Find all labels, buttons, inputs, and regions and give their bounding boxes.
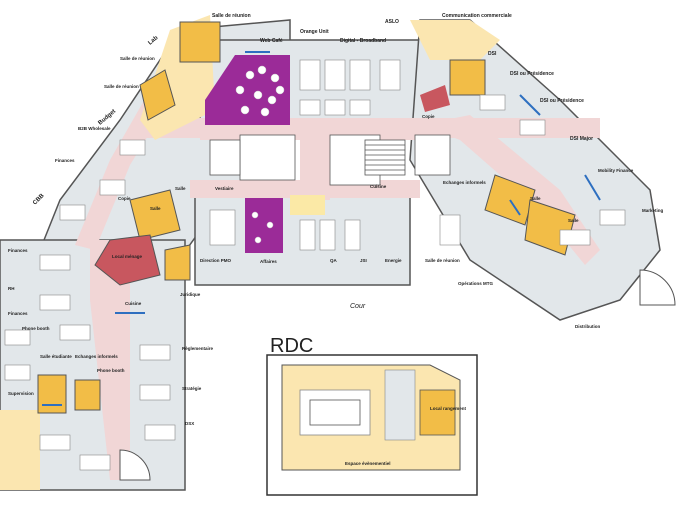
label-salle-reunion-mid: Salle de réunion bbox=[425, 258, 460, 263]
label-marketing: Marketing bbox=[642, 208, 664, 213]
label-salle-reunion-left2: Salle de réunion bbox=[104, 84, 139, 89]
label-finances-left: Finances bbox=[8, 248, 28, 253]
label-rdc: RDC bbox=[270, 335, 313, 357]
label-dsi: DSI bbox=[488, 51, 497, 57]
label-energie: Energie bbox=[385, 258, 402, 263]
label-local-menage: Local ménage bbox=[112, 254, 143, 259]
label-dsi-major: DSI Major bbox=[570, 136, 593, 142]
label-reglementaire: Règlementaire bbox=[182, 346, 214, 351]
blue-partitions bbox=[42, 51, 601, 406]
label-finances: Finances bbox=[55, 158, 75, 163]
label-mobility-finance: Mobility Finance bbox=[598, 168, 634, 173]
label-supervision: Supervision bbox=[8, 391, 34, 396]
label-web-cafe: Web Café bbox=[260, 38, 283, 44]
label-salle-reunion-left: Salle de réunion bbox=[120, 56, 155, 61]
label-operations-mtg: Opérations MTG bbox=[458, 281, 494, 286]
label-budget: Budget bbox=[97, 109, 117, 127]
label-jsi: JSI bbox=[360, 258, 367, 263]
label-digital-broadband: Digital - Broadband bbox=[340, 38, 386, 44]
rdc-inset bbox=[266, 354, 478, 496]
label-salle-small2: Salle bbox=[150, 206, 161, 211]
label-echanges-informels-left: Echanges informels bbox=[75, 354, 118, 359]
label-phone-booth2: Phone booth bbox=[97, 368, 125, 373]
label-cbb: CBB bbox=[32, 193, 46, 207]
label-copie: Copie bbox=[118, 196, 131, 201]
label-orange-unit: Orange Unit bbox=[300, 29, 329, 35]
label-cuisine-top: Cuisine bbox=[370, 184, 387, 189]
copie-zone bbox=[420, 85, 450, 112]
label-aslo: ASLO bbox=[385, 19, 399, 25]
label-dsi-presidence2: DSI ou Présidence bbox=[540, 98, 584, 104]
label-copie-right: Copie bbox=[422, 114, 435, 119]
label-echanges-informels-top: Echanges informels bbox=[443, 180, 486, 185]
web-cafe-zone bbox=[205, 55, 290, 253]
label-espace-evenementiel: Espace évènementiel bbox=[345, 461, 391, 466]
label-qa: QA bbox=[330, 258, 338, 263]
label-direction-pmo: Direction PMO bbox=[200, 258, 232, 263]
room-labels: Salle de réunion Web Café Orange Unit Di… bbox=[8, 13, 664, 466]
local-menage-zone bbox=[94, 234, 161, 286]
label-strategie: Stratégie bbox=[182, 386, 202, 391]
label-dsi-presidence: DSI ou Présidence bbox=[510, 71, 554, 77]
label-distribution: Distribution bbox=[575, 324, 600, 329]
label-salle-small: Salle bbox=[175, 186, 186, 191]
label-cour: Cour bbox=[350, 303, 366, 310]
label-juridique: Juridique bbox=[180, 292, 201, 297]
meeting-rooms bbox=[37, 21, 576, 414]
label-salle-right: Salle bbox=[530, 196, 541, 201]
label-finances-bottom: Finances bbox=[8, 311, 28, 316]
label-b2b-wholesale: B2B Wholesale bbox=[78, 126, 111, 131]
label-lab: Lab bbox=[147, 35, 159, 47]
round-stairs bbox=[119, 269, 676, 481]
label-comm-commerciale: Communication commerciale bbox=[442, 13, 512, 19]
label-phone-booth: Phone booth bbox=[22, 326, 50, 331]
stairs-core bbox=[209, 134, 451, 186]
label-rh: RH bbox=[8, 286, 15, 291]
label-salle-right2: Salle bbox=[568, 218, 579, 223]
label-salle-etudiante: Salle étudiante bbox=[40, 354, 72, 359]
label-local-rangement: Local rangement bbox=[430, 406, 467, 411]
label-vestiaire: Vestiaire bbox=[215, 186, 234, 191]
label-dsx: DSX bbox=[185, 421, 194, 426]
label-cuisine-left: Cuisine bbox=[125, 301, 142, 306]
desks bbox=[4, 59, 626, 471]
label-affaires: Affaires bbox=[260, 259, 277, 264]
label-salle-reunion-top: Salle de réunion bbox=[212, 13, 251, 19]
